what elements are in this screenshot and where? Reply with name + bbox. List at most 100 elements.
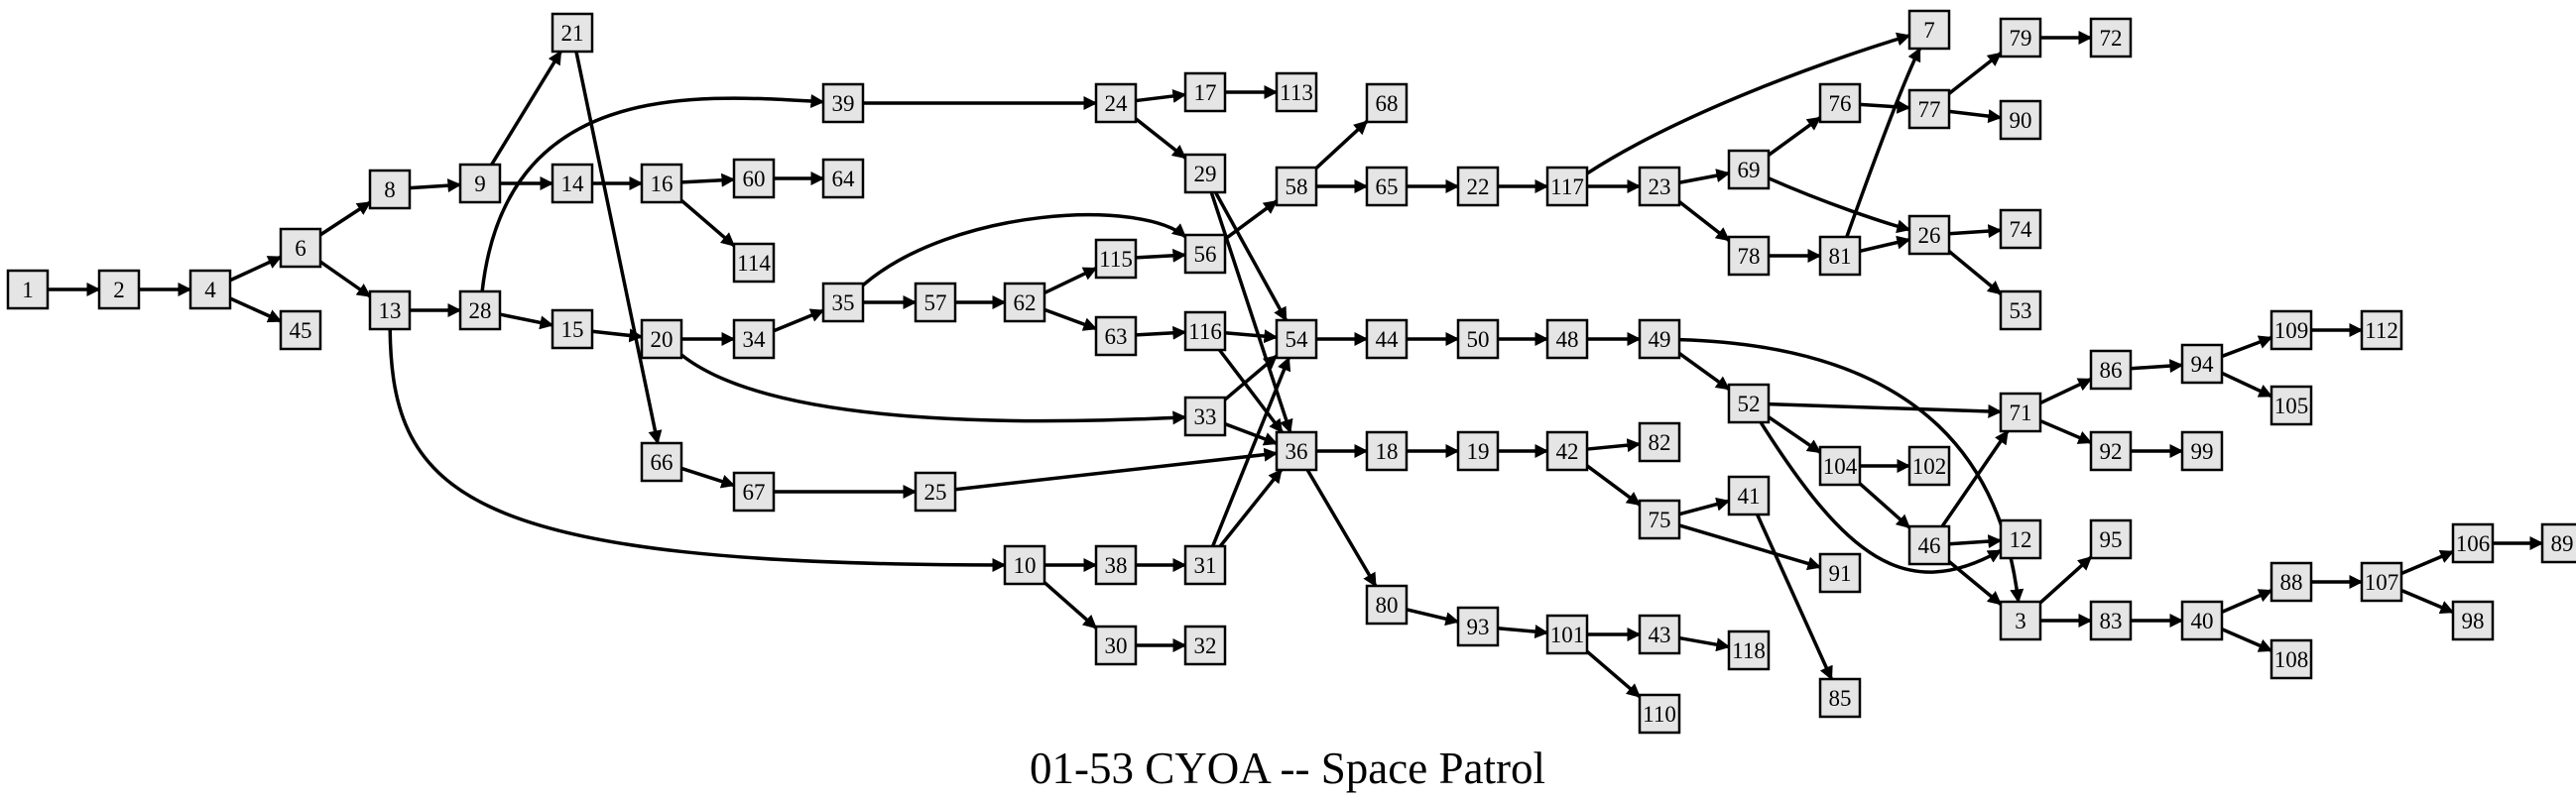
node-40: 40: [2180, 600, 2224, 641]
node-39: 39: [821, 82, 865, 124]
edge-41-to-85: [1755, 514, 1834, 681]
node-label: 17: [1194, 80, 1217, 105]
node-box: [1456, 166, 1500, 207]
node-box: [551, 12, 594, 54]
node-67: 67: [732, 471, 776, 513]
node-label: 23: [1649, 174, 1671, 199]
node-6: 6: [279, 227, 322, 269]
node-label: 35: [832, 290, 855, 315]
node-box: [1183, 396, 1227, 437]
node-box: [1365, 430, 1409, 472]
node-box: [368, 289, 412, 331]
node-box: [1545, 430, 1589, 472]
node-45: 45: [279, 309, 322, 351]
node-box: [2540, 522, 2576, 564]
node-label: 106: [2456, 531, 2491, 556]
edge-4-to-6: [229, 255, 283, 283]
node-label: 92: [2100, 439, 2123, 464]
edge-81-to-7: [1845, 47, 1922, 238]
node-label: 9: [474, 172, 486, 196]
node-label: 39: [832, 91, 855, 116]
node-91: 91: [1818, 552, 1862, 594]
edge-56-to-58: [1223, 199, 1279, 241]
node-label: 74: [2010, 217, 2033, 242]
edge-24-to-29: [1134, 117, 1187, 160]
node-box: [914, 471, 957, 513]
node-label: 60: [743, 167, 766, 191]
node-label: 66: [651, 450, 674, 475]
node-box: [2180, 343, 2224, 385]
node-box: [2269, 385, 2313, 426]
node-107: 107: [2360, 561, 2403, 603]
node-label: 91: [1829, 561, 1852, 586]
node-label: 102: [1912, 454, 1947, 479]
node-99: 99: [2180, 430, 2224, 472]
node-box: [2269, 638, 2313, 680]
node-label: 1: [22, 278, 34, 302]
node-box: [1545, 614, 1589, 655]
node-label: 105: [2274, 394, 2309, 418]
node-16: 16: [640, 163, 683, 204]
node-box: [732, 242, 776, 284]
node-box: [1907, 214, 1951, 256]
node-label: 26: [1918, 223, 1941, 248]
edge-36-to-80: [1305, 469, 1378, 588]
node-label: 41: [1738, 484, 1761, 509]
edge-16-to-60: [680, 172, 736, 187]
node-box: [1545, 166, 1589, 207]
node-81: 81: [1818, 235, 1862, 277]
node-box: [1638, 318, 1681, 360]
node-label: 81: [1829, 244, 1852, 269]
node-48: 48: [1545, 318, 1589, 360]
node-box: [1999, 99, 2042, 141]
node-92: 92: [2089, 430, 2133, 472]
node-box: [2360, 309, 2403, 351]
node-box: [1638, 421, 1681, 463]
edge-94-to-105: [2221, 371, 2273, 399]
node-box: [1999, 289, 2042, 331]
edge-46-to-12: [1948, 534, 2003, 549]
edge-46-to-3: [1947, 560, 2003, 606]
edge-76-to-77: [1859, 99, 1911, 114]
node-box: [1907, 524, 1951, 566]
node-box: [458, 289, 502, 331]
node-36: 36: [1275, 430, 1318, 472]
node-label: 30: [1105, 633, 1128, 658]
node-label: 85: [1829, 686, 1852, 711]
node-box: [2360, 561, 2403, 603]
node-4: 4: [188, 269, 232, 310]
node-label: 80: [1376, 593, 1399, 618]
node-label: 107: [2365, 570, 2399, 595]
node-box: [2089, 430, 2133, 472]
edge-29-to-36: [1209, 191, 1293, 434]
node-83: 83: [2089, 600, 2133, 641]
node-box: [1183, 625, 1227, 666]
node-56: 56: [1183, 233, 1227, 275]
node-label: 46: [1918, 533, 1941, 558]
node-75: 75: [1638, 499, 1681, 540]
node-box: [1365, 166, 1409, 207]
node-label: 38: [1105, 553, 1128, 578]
node-label: 116: [1188, 319, 1222, 344]
edge-107-to-106: [2400, 549, 2455, 576]
node-2: 2: [97, 269, 141, 310]
node-label: 78: [1738, 244, 1761, 269]
node-14: 14: [551, 163, 594, 204]
node-118: 118: [1727, 629, 1771, 671]
node-box: [1275, 71, 1318, 113]
node-box: [914, 282, 957, 323]
node-109: 109: [2269, 309, 2313, 351]
node-box: [1275, 318, 1318, 360]
node-23: 23: [1638, 166, 1681, 207]
node-85: 85: [1818, 677, 1862, 719]
node-21: 21: [551, 12, 594, 54]
node-71: 71: [1999, 392, 2042, 433]
node-32: 32: [1183, 625, 1227, 666]
node-80: 80: [1365, 584, 1409, 626]
node-35: 35: [821, 282, 865, 323]
node-108: 108: [2269, 638, 2313, 680]
edge-29-to-54: [1213, 191, 1288, 322]
edge-75-to-41: [1678, 497, 1731, 516]
node-box: [1183, 71, 1227, 113]
edge-35-to-56: [861, 213, 1187, 287]
